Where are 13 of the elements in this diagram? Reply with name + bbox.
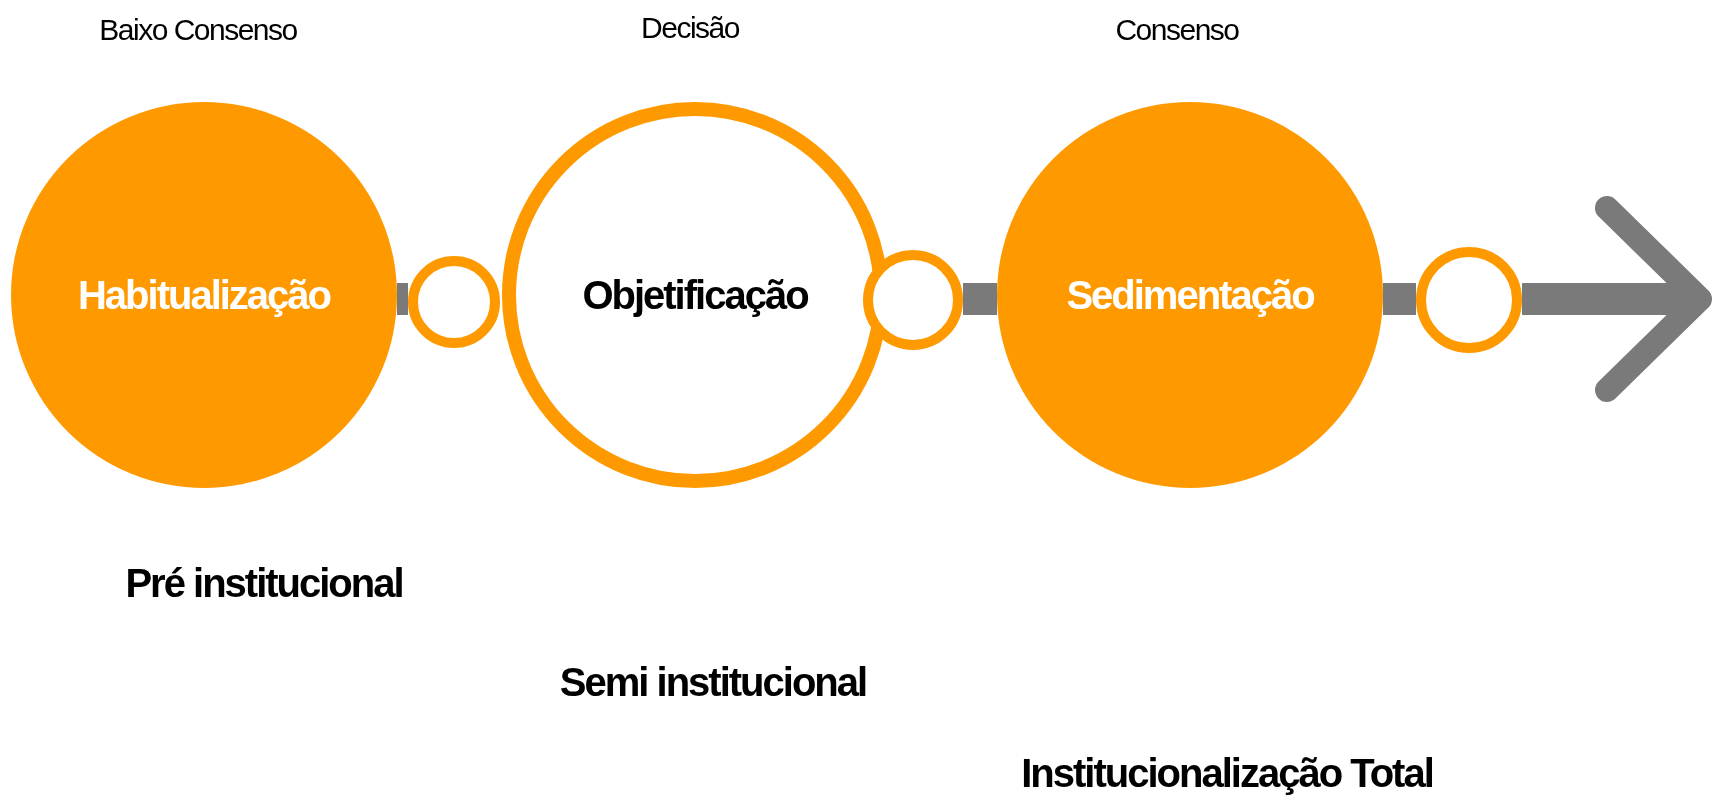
phase-label: Pré institucional [125, 563, 403, 603]
consensus-label: Consenso [1115, 15, 1239, 45]
connector-line [963, 283, 997, 315]
stage-label: Habitualização [77, 275, 331, 315]
connector-line [1383, 283, 1416, 315]
phase-label: Semi institucional [559, 662, 867, 702]
connector-line [397, 283, 408, 315]
stage-label: Sedimentação [1066, 275, 1314, 315]
arrow [1522, 196, 1712, 402]
consensus-label: Baixo Consenso [99, 15, 297, 45]
phase-label: Institucionalização Total [1021, 753, 1433, 793]
stage-label: Objetificação [582, 275, 808, 315]
consensus-label: Decisão [641, 13, 739, 43]
